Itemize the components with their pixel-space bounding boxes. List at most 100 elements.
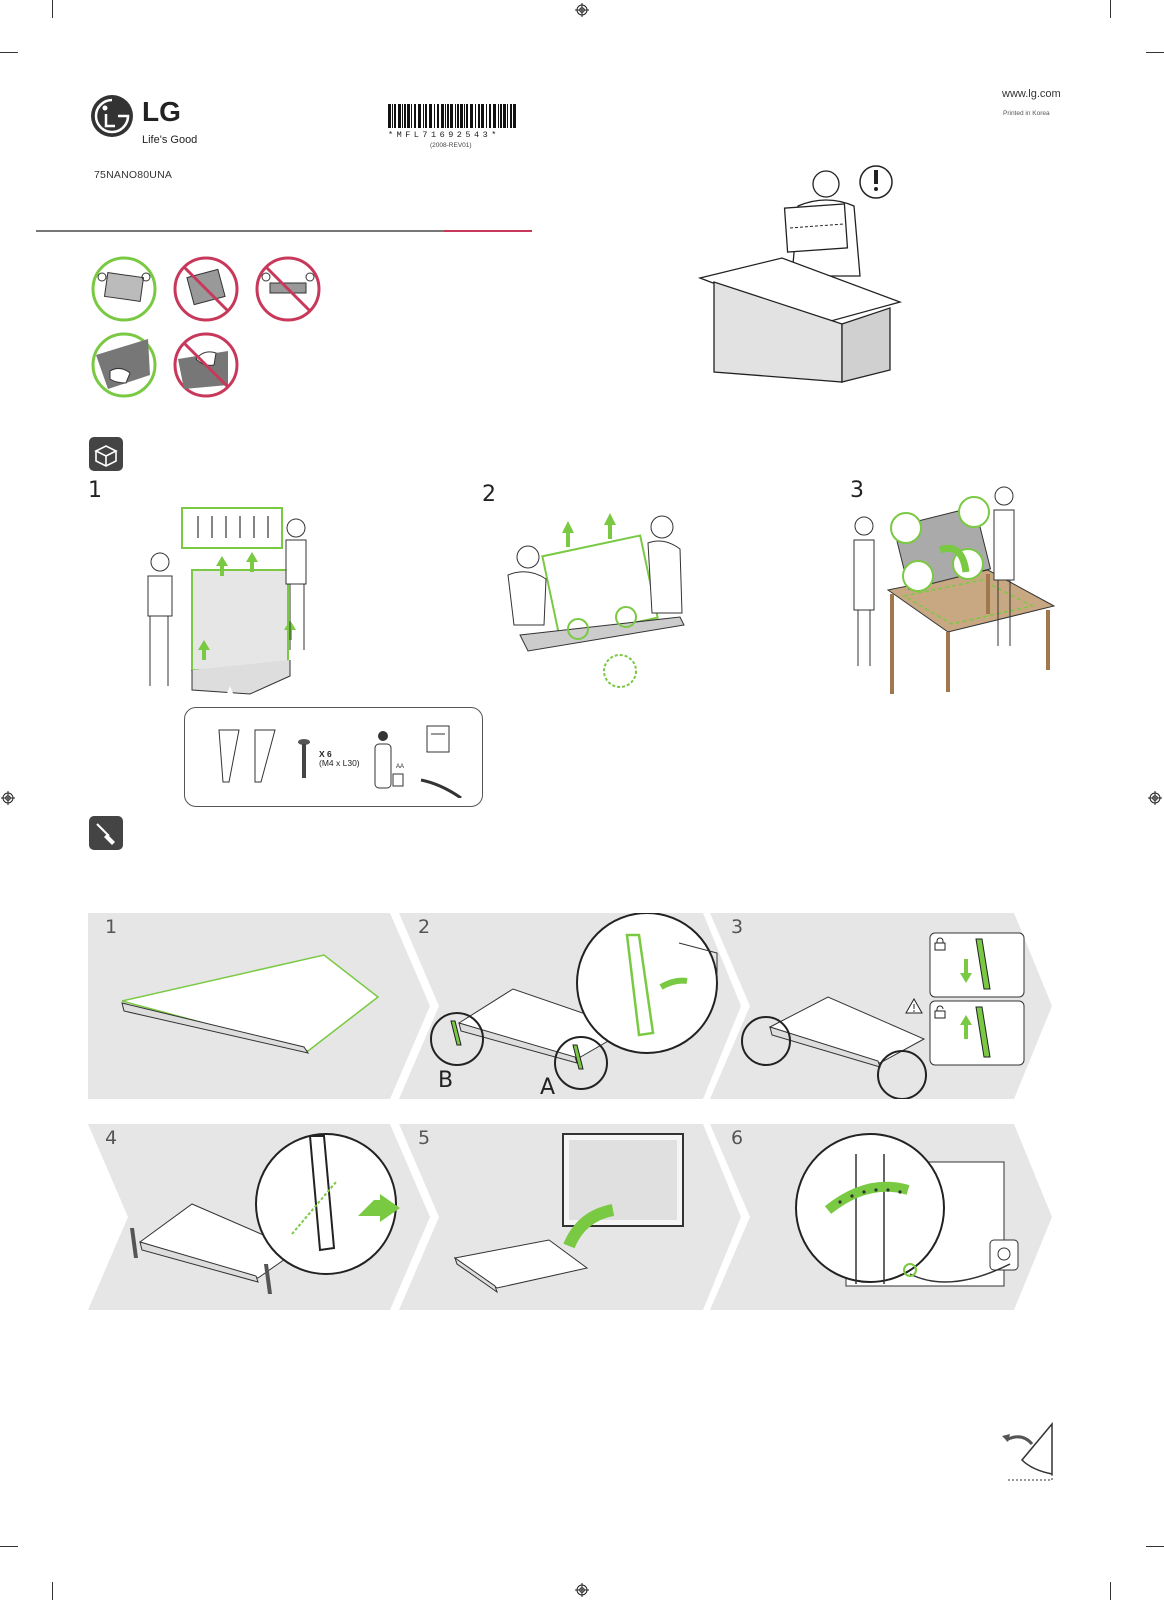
assembly-panel-1	[88, 913, 430, 1099]
barcode-bar	[455, 104, 456, 128]
barcode-bar	[470, 104, 473, 128]
handling-ok-icon	[91, 332, 157, 398]
assembly-panel-3	[710, 913, 1052, 1099]
assembly-step-number: 3	[731, 916, 744, 938]
barcode-bar	[489, 104, 491, 128]
lock-icon	[934, 937, 946, 951]
assembly-step-number: 1	[105, 916, 118, 938]
stand-icon	[218, 729, 276, 783]
unpack-step-number: 3	[850, 478, 864, 503]
caution-exclamation-icon	[859, 165, 893, 199]
unpack-step3-illustration	[853, 486, 1056, 694]
registration-mark	[1148, 791, 1162, 805]
manual-and-cable-icon	[420, 725, 462, 798]
assembly-panel-2	[399, 913, 741, 1099]
crop-mark	[1146, 52, 1164, 53]
barcode-bar	[457, 104, 459, 128]
handling-no-icon	[173, 332, 239, 398]
stand-label-b: B	[438, 1068, 454, 1093]
barcode-bar	[507, 104, 508, 128]
warning-icon	[905, 998, 923, 1014]
handling-ok-icon	[91, 256, 157, 322]
header-divider	[36, 230, 444, 232]
unpack-step-number: 1	[88, 478, 102, 503]
barcode-bar	[425, 104, 427, 128]
screw-count: X 6	[319, 749, 332, 759]
barcode-bar	[411, 104, 412, 128]
barcode-bar	[434, 104, 435, 128]
crop-mark	[1110, 0, 1111, 18]
barcode-bar	[498, 104, 499, 128]
barcode-bar	[394, 104, 396, 128]
barcode-bar	[464, 104, 465, 128]
crop-mark	[1110, 1582, 1111, 1600]
assembly-step-number: 2	[418, 916, 431, 938]
screwdriver-icon	[89, 816, 123, 850]
crop-mark	[1146, 1546, 1164, 1547]
barcode-bar	[466, 104, 468, 128]
unpack-step2-illustration	[507, 513, 685, 688]
barcode-bar	[481, 104, 484, 128]
assembly-panel-4	[88, 1124, 430, 1310]
barcode-bar	[392, 104, 393, 128]
barcode-revision: (2008-REV01)	[430, 142, 472, 149]
handling-no-icon	[173, 256, 239, 322]
barcode-bar	[423, 104, 424, 128]
unpack-step-number: 2	[482, 482, 496, 507]
barcode-bar	[503, 104, 506, 128]
crop-mark	[0, 1546, 18, 1547]
assembly-panel-5	[399, 1124, 741, 1310]
battery-label: AA	[396, 764, 405, 770]
accessories-pointer	[222, 686, 238, 706]
barcode-bar	[478, 104, 480, 128]
barcode-bar	[429, 104, 432, 128]
barcode-bar	[402, 104, 403, 128]
unpacking-caution-illustration	[697, 165, 903, 383]
unbox-icon	[89, 437, 123, 471]
barcode-bar	[510, 104, 512, 128]
crop-mark	[52, 0, 53, 18]
unpack-step1-illustration	[147, 507, 307, 695]
barcode-bar	[450, 104, 453, 128]
crop-mark	[0, 52, 18, 53]
website[interactable]: www.lg.com	[1002, 88, 1061, 100]
barcode-number: *MFL71692543*	[388, 130, 500, 140]
barcode-bar	[418, 104, 421, 128]
barcode-bar	[441, 104, 444, 128]
logo-tagline: Life's Good	[142, 134, 198, 146]
registration-mark	[575, 3, 589, 17]
crop-mark	[52, 1582, 53, 1600]
registration-mark	[1, 791, 15, 805]
barcode-bars	[388, 104, 516, 128]
registration-mark	[575, 1583, 589, 1597]
assembly-panel-6	[710, 1124, 1052, 1310]
handling-no-icon	[255, 256, 321, 322]
printed-in: Printed in Korea	[1003, 110, 1050, 117]
barcode-bar	[500, 104, 502, 128]
barcode-bar	[493, 104, 496, 128]
assembly-step-number: 5	[418, 1127, 431, 1149]
screw-spec: (M4 x L30)	[319, 758, 360, 768]
lg-logo: LG Life's Good	[90, 94, 210, 150]
barcode-bar	[414, 104, 416, 128]
barcode-bar	[486, 104, 487, 128]
barcode-bar	[447, 104, 449, 128]
barcode: *MFL71692543* (2008-REV01)	[386, 104, 520, 154]
barcode-bar	[475, 104, 476, 128]
accessories-box: X 6 (M4 x L30) AA	[184, 707, 483, 807]
remote-icon	[374, 731, 404, 789]
header-divider-accent	[444, 230, 532, 232]
lg-logo-icon	[91, 95, 133, 137]
barcode-bar	[404, 104, 406, 128]
assembly-step-number: 6	[731, 1127, 744, 1149]
stand-label-a: A	[540, 1075, 556, 1100]
barcode-bar	[388, 104, 391, 128]
model-number: 75NANO80UNA	[94, 169, 173, 181]
barcode-bar	[460, 104, 463, 128]
screw-icon	[298, 739, 310, 778]
barcode-bar	[445, 104, 446, 128]
barcode-bar	[437, 104, 439, 128]
page-turn-icon	[1002, 1421, 1053, 1481]
handling-guidelines	[91, 256, 321, 398]
barcode-bar	[513, 104, 516, 128]
